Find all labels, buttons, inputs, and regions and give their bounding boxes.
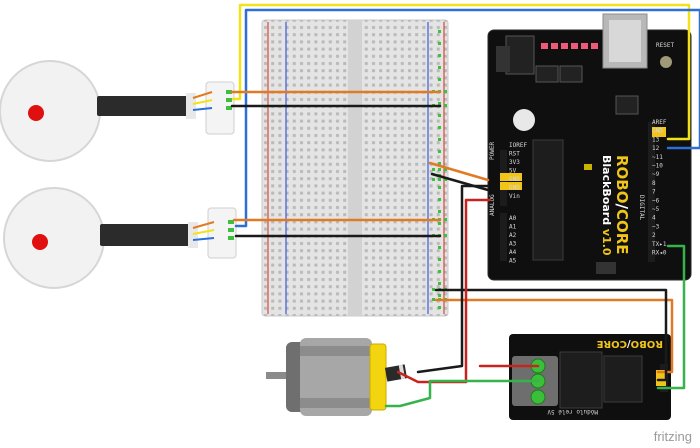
wire-blue xyxy=(234,8,700,228)
pin-label: RX◂0 xyxy=(652,250,667,257)
breadboard-rail-hole xyxy=(438,246,441,249)
wire-orange xyxy=(428,161,490,182)
breadboard-rail-hole xyxy=(438,222,441,225)
breadboard-rail-hole xyxy=(438,210,441,213)
pin-label: ~5 xyxy=(652,206,660,213)
relay-module: ROBO/CORE Módulo relé 5V xyxy=(509,334,671,420)
breadboard-rail-hole xyxy=(438,282,441,285)
pin-label: ~11 xyxy=(652,154,663,161)
pin-label: 13 xyxy=(652,136,660,143)
pin-label: 3V3 xyxy=(509,159,520,166)
reset-label: RESET xyxy=(656,42,674,49)
breadboard-hole-connected xyxy=(444,168,447,171)
wire-black xyxy=(430,172,490,192)
breadboard-rail-hole xyxy=(438,126,441,129)
pin-label: 12 xyxy=(652,145,660,152)
digital-label: DIGITAL xyxy=(638,195,645,221)
pin-label: GND xyxy=(509,176,520,183)
breadboard-rail-hole xyxy=(438,150,441,153)
pin-label: A0 xyxy=(509,215,517,222)
breadboard-hole-connected xyxy=(432,168,435,171)
pin-label: 2 xyxy=(652,232,656,239)
wire-black xyxy=(416,184,490,374)
dc-motor xyxy=(266,338,387,416)
analog-label: ANALOG xyxy=(489,194,496,216)
breadboard-hole-connected xyxy=(444,234,447,237)
breadboard-rail-hole xyxy=(438,66,441,69)
breadboard-rail-hole xyxy=(438,78,441,81)
diode-icon xyxy=(384,364,408,382)
pin-label: GND xyxy=(509,185,520,192)
breadboard-rail-hole xyxy=(438,30,441,33)
breadboard-hole-connected xyxy=(444,178,447,181)
reset-button-icon xyxy=(660,56,672,68)
breadboard-rail-hole xyxy=(438,54,441,57)
microcontroller-icon xyxy=(532,139,564,261)
pin-label: TX▸1 xyxy=(652,241,667,248)
pin-label: A5 xyxy=(509,258,517,265)
robocore-blackboard: RESET ROBO/CORE BlackBoard v1.0 IOREF RST… xyxy=(487,13,692,281)
relay-brand: ROBO/CORE xyxy=(596,338,663,349)
breadboard-rail-hole xyxy=(438,186,441,189)
pin-label: A4 xyxy=(509,249,517,256)
breadboard-rail-hole xyxy=(438,138,441,141)
breadboard-hole-connected xyxy=(444,218,447,221)
pin-label: ~9 xyxy=(652,171,660,178)
power-label: POWER xyxy=(489,142,496,160)
pin-label: 8 xyxy=(652,180,656,187)
pin-label: ~10 xyxy=(652,163,663,170)
status-leds-icon xyxy=(541,43,598,49)
pin-label: ~6 xyxy=(652,197,660,204)
board-model: BlackBoard v1.0 xyxy=(600,155,613,256)
breadboard-hole-connected xyxy=(432,178,435,181)
pin-label: 7 xyxy=(652,189,656,196)
breadboard-rail-hole xyxy=(438,270,441,273)
board-brand: ROBO/CORE xyxy=(613,155,631,255)
pin-label: AREF xyxy=(652,119,667,126)
piezo-red-dot-icon xyxy=(32,234,48,250)
pin-label: RST xyxy=(509,151,520,158)
breadboard-rail-hole xyxy=(438,294,441,297)
wire-green xyxy=(384,379,540,408)
wires xyxy=(230,3,700,408)
piezo-sensor-2 xyxy=(3,187,237,289)
wire-green xyxy=(656,244,686,390)
pin-label: A2 xyxy=(509,232,517,239)
breadboard xyxy=(261,19,449,317)
pin-label: A3 xyxy=(509,241,517,248)
breadboard-hole-connected xyxy=(432,298,435,301)
breadboard-rail-hole xyxy=(438,114,441,117)
breadboard-rail-hole xyxy=(438,102,441,105)
wire-yellow xyxy=(231,3,691,141)
pin-label: 5V xyxy=(509,168,517,175)
piezo-connector-2 xyxy=(207,207,237,259)
breadboard-hole-connected xyxy=(438,178,441,181)
pin-label: GND xyxy=(652,128,663,135)
fritzing-watermark: fritzing xyxy=(653,429,692,444)
breadboard-rail-hole xyxy=(438,42,441,45)
breadboard-rail-hole xyxy=(438,198,441,201)
breadboard-hole-connected xyxy=(444,104,447,107)
pin-label: 4 xyxy=(652,215,656,222)
breadboard-rail-hole xyxy=(438,306,441,309)
breadboard-hole-connected xyxy=(438,168,441,171)
relay-icon xyxy=(559,351,603,409)
breadboard-rail-hole xyxy=(438,258,441,261)
piezo-red-dot-icon xyxy=(28,105,44,121)
pin-label: ~3 xyxy=(652,223,660,230)
pin-label: Vin xyxy=(509,193,520,200)
piezo-sensor-1 xyxy=(0,60,235,162)
wire-black xyxy=(434,288,668,382)
breadboard-hole-connected xyxy=(432,288,435,291)
dc-jack-icon xyxy=(505,35,535,75)
breadboard-rail-hole xyxy=(438,162,441,165)
relay-model: Módulo relé 5V xyxy=(547,408,598,415)
breadboard-hole-connected xyxy=(444,90,447,93)
pin-label: A1 xyxy=(509,224,517,231)
pin-label: IOREF xyxy=(509,142,527,149)
